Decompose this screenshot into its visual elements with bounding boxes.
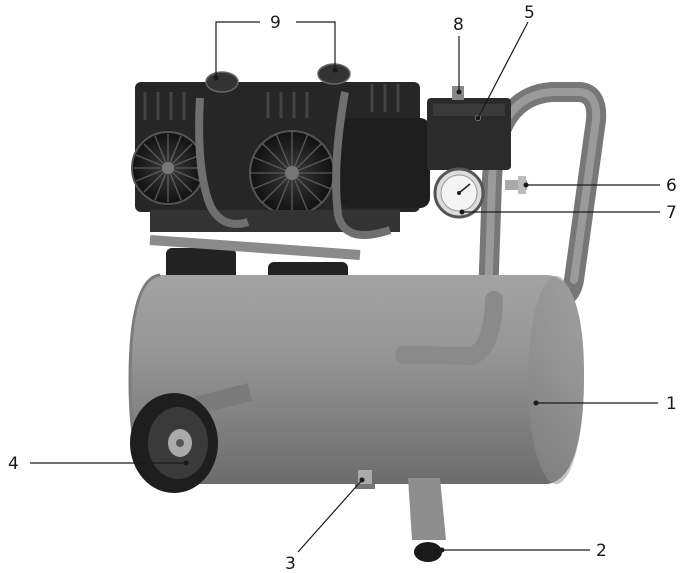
motor-assembly — [131, 63, 430, 239]
air-filter-right — [317, 63, 351, 85]
leader-5 — [477, 21, 529, 119]
callout-9: 9 — [270, 13, 281, 33]
pressure-gauge — [433, 167, 485, 219]
cooling-fins — [143, 84, 400, 120]
pressure-switch — [427, 86, 511, 170]
motor-base-plate — [150, 210, 400, 232]
fan-cover-left — [131, 131, 205, 205]
front-foot — [408, 478, 446, 562]
outlet-coupling — [505, 176, 527, 194]
leader-9 — [215, 21, 336, 78]
leader-3 — [297, 479, 363, 553]
fan-cover-right — [249, 130, 335, 216]
caster-wheel — [414, 542, 442, 562]
drain-valve — [355, 470, 375, 489]
tank — [128, 273, 585, 486]
callout-5: 5 — [524, 3, 535, 23]
callout-7: 7 — [666, 203, 677, 223]
callout-3: 3 — [285, 554, 296, 573]
callout-1: 1 — [666, 394, 677, 414]
hose-left — [195, 97, 250, 228]
handle-grip — [395, 291, 503, 366]
callout-6: 6 — [666, 176, 677, 196]
wheel — [130, 383, 253, 493]
callout-8: 8 — [453, 15, 464, 35]
motor-body-right — [340, 118, 430, 208]
callout-4: 4 — [8, 454, 19, 474]
hose-right — [332, 91, 392, 239]
air-filter-left — [205, 71, 239, 93]
callout-2: 2 — [596, 541, 607, 561]
callout-labels: 1 2 3 4 5 6 7 8 9 — [8, 3, 677, 573]
callout-leaders — [30, 21, 660, 553]
